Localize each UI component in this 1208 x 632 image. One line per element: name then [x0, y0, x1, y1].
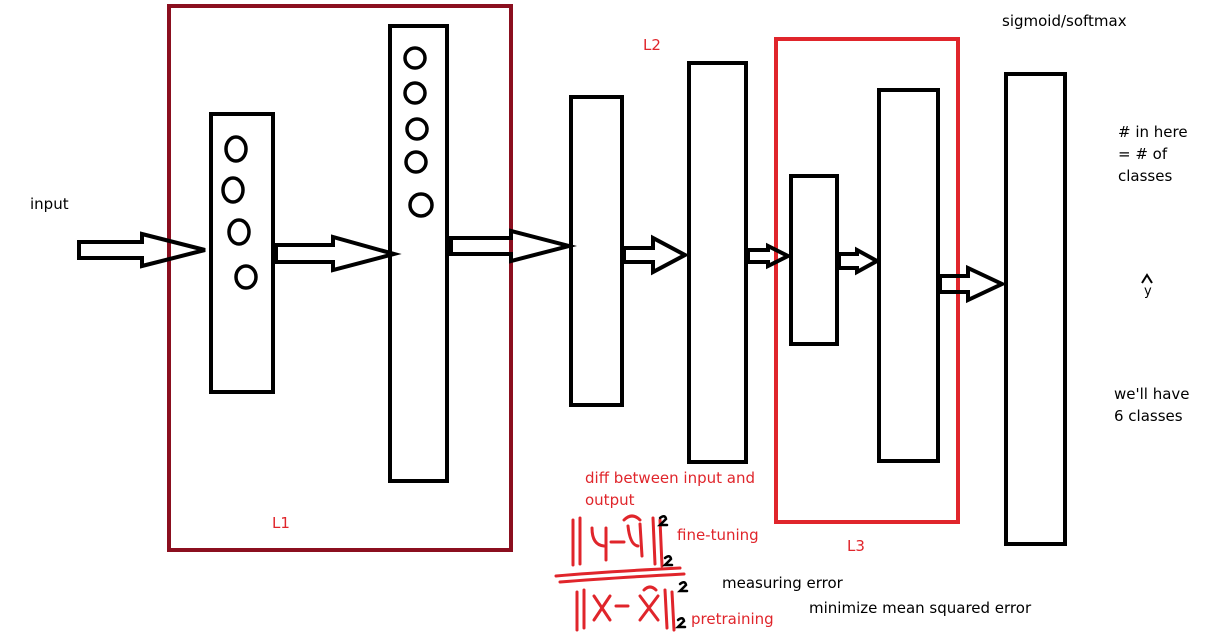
arrow-right-icon	[77, 231, 206, 269]
group-label-l1: L1	[272, 514, 290, 532]
y-hat-label: y	[1144, 284, 1152, 299]
output-layer	[1004, 72, 1067, 546]
squared-marks	[656, 515, 689, 629]
neuron	[404, 150, 428, 174]
fine-tuning-label: fine-tuning	[677, 526, 759, 544]
arrow-right-icon	[938, 264, 1007, 304]
neuron	[405, 117, 429, 141]
arrow-right-icon	[622, 234, 690, 276]
count-note-line-1: # in here	[1118, 123, 1188, 141]
group-label-l2: L2	[643, 36, 661, 54]
layer-4	[687, 61, 748, 464]
layer-5	[789, 174, 839, 346]
classes-note-line-1: we'll have	[1114, 385, 1190, 403]
count-note-line-3: classes	[1118, 167, 1173, 185]
arrow-right-icon	[274, 234, 402, 273]
group-box-l1	[167, 4, 513, 552]
count-note-line-2: = # of	[1118, 145, 1168, 163]
pretraining-formula	[575, 585, 676, 632]
layer-6	[877, 88, 940, 463]
neuron	[403, 46, 427, 70]
neuron	[403, 81, 427, 105]
diff-note-line-2: output	[585, 491, 635, 509]
activation-label: sigmoid/softmax	[1002, 12, 1127, 30]
classes-note-line-2: 6 classes	[1114, 407, 1183, 425]
input-label: input	[30, 195, 69, 213]
neuron	[221, 176, 245, 204]
minimize-label: minimize mean squared error	[809, 599, 1032, 617]
pretraining-label: pretraining	[691, 610, 774, 628]
hat-icon	[1141, 273, 1153, 284]
measuring-error-label: measuring error	[722, 574, 843, 592]
neuron	[408, 192, 434, 218]
neuron	[224, 135, 248, 163]
arrow-right-icon	[746, 242, 793, 270]
diff-note-line-1: diff between input and	[585, 469, 755, 487]
fine-tuning-formula	[554, 514, 686, 584]
neuron	[227, 218, 251, 246]
layer-3	[569, 95, 624, 407]
neuron	[234, 264, 258, 290]
group-label-l3: L3	[847, 537, 865, 555]
layer-1	[209, 112, 275, 394]
arrow-right-icon	[837, 246, 882, 276]
arrow-right-icon	[449, 228, 577, 264]
group-box-l3	[774, 37, 960, 524]
